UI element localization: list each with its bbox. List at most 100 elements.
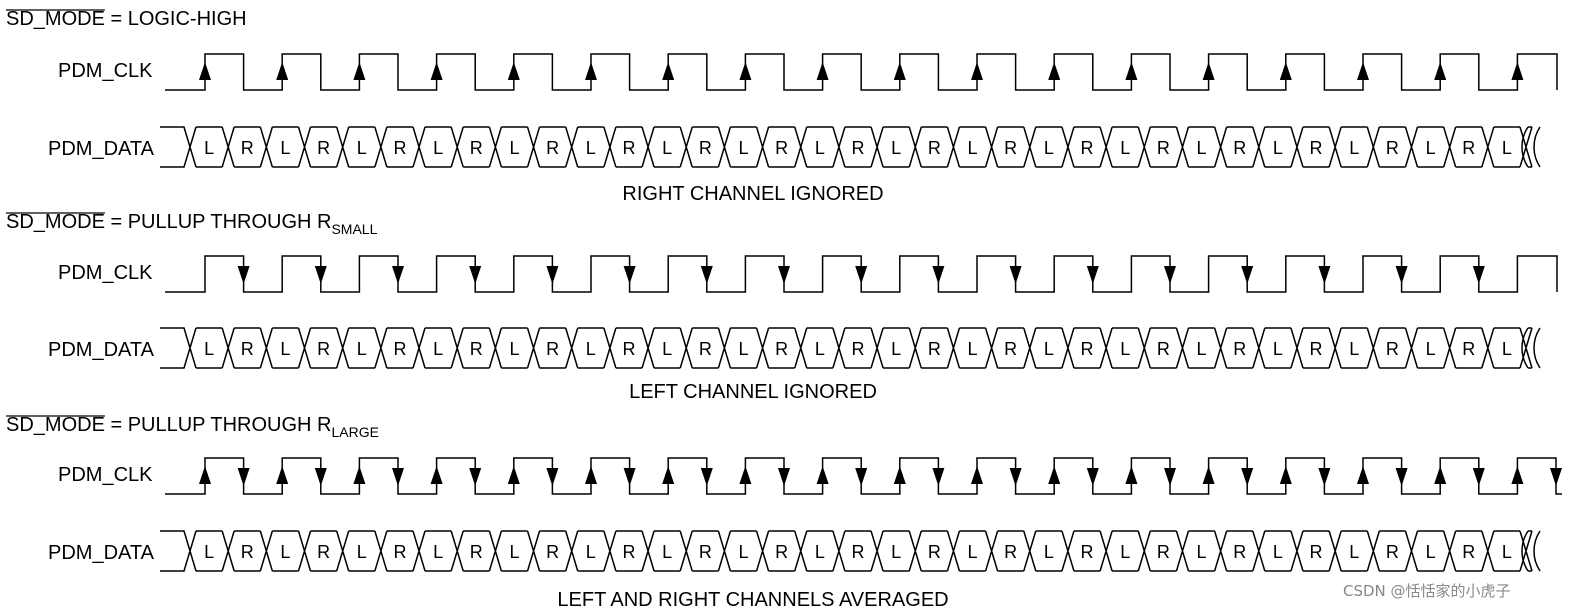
data-cell-label: L (662, 138, 672, 158)
data-cell-label: R (1004, 542, 1017, 562)
falling-edge-arrow-icon (1241, 266, 1254, 284)
bus-transitions (160, 530, 1533, 572)
falling-edge-arrow-icon (469, 468, 482, 486)
falling-edge-arrow-icon (623, 468, 636, 486)
falling-edge-arrow-icon (1241, 468, 1254, 486)
data-cell-label: R (852, 339, 865, 359)
data-cell-label: R (317, 138, 330, 158)
rising-edge-arrow-icon (1202, 62, 1215, 80)
data-cell-label: R (393, 542, 406, 562)
falling-edge-arrow-icon (1472, 468, 1485, 486)
rising-edge-arrow-icon (662, 466, 675, 484)
data-cell-label: L (509, 339, 519, 359)
data-cell-label: L (357, 339, 367, 359)
rising-edge-arrow-icon (353, 466, 366, 484)
data-cell-label: L (1120, 542, 1130, 562)
data-cell-label: R (622, 542, 635, 562)
data-cell-label: R (1081, 542, 1094, 562)
data-cell-label: R (1081, 138, 1094, 158)
falling-edge-arrow-icon (700, 468, 713, 486)
rising-edge-arrow-icon (1511, 466, 1524, 484)
falling-edge-arrow-icon (1550, 468, 1562, 486)
data-cell-label: L (968, 542, 978, 562)
rising-edge-arrow-icon (1357, 62, 1369, 80)
data-cell-label: R (775, 339, 788, 359)
data-cell-label: L (1502, 542, 1512, 562)
falling-edge-arrow-icon (392, 266, 404, 284)
data-cell-label: R (546, 138, 559, 158)
rising-edge-arrow-icon (1357, 466, 1369, 484)
data-cell-label: L (433, 542, 443, 562)
data-cell-label: L (738, 339, 748, 359)
data-cell-label: L (509, 542, 519, 562)
data-cell-label: L (433, 138, 443, 158)
section-caption: RIGHT CHANNEL IGNORED (622, 183, 883, 205)
falling-edge-arrow-icon (623, 266, 636, 284)
data-cell-label: L (1349, 339, 1359, 359)
data-cell-label: L (280, 339, 290, 359)
data-cell-label: R (1386, 339, 1399, 359)
rising-edge-arrow-icon (1048, 466, 1061, 484)
rising-edge-arrow-icon (507, 62, 520, 80)
bus-transitions (160, 126, 1533, 168)
data-cell-label: R (1081, 339, 1094, 359)
data-cell-label: L (1349, 542, 1359, 562)
rising-edge-arrow-icon (276, 62, 289, 80)
rising-edge-arrow-icon (507, 466, 520, 484)
data-cell-label: R (852, 542, 865, 562)
data-cell-label: L (204, 542, 214, 562)
falling-edge-arrow-icon (1395, 266, 1408, 284)
data-cell-label: L (891, 339, 901, 359)
data-cell-label: L (1197, 138, 1207, 158)
data-cell-label: R (393, 138, 406, 158)
data-cell-label: L (968, 339, 978, 359)
data-cell-label: L (433, 339, 443, 359)
data-cell-label: R (1386, 542, 1399, 562)
pdm-clk-label: PDM_CLK (58, 60, 153, 82)
sd-mode-overbar-label: SD_MODE (6, 414, 105, 436)
pdm-clk-waveform (165, 53, 1558, 91)
data-cell-label: R (852, 138, 865, 158)
data-cell-label: L (357, 138, 367, 158)
rising-edge-arrow-icon (1434, 466, 1447, 484)
rising-edge-arrow-icon (1434, 62, 1447, 80)
falling-edge-arrow-icon (932, 468, 945, 486)
data-cell-label: R (1462, 339, 1475, 359)
break-symbol-icon (1521, 530, 1541, 572)
data-cell-label: L (1273, 138, 1283, 158)
rising-edge-arrow-icon (199, 62, 211, 80)
rising-edge-arrow-icon (1202, 466, 1215, 484)
data-cell-label: R (393, 339, 406, 359)
rising-edge-arrow-icon (1048, 62, 1061, 80)
watermark: CSDN @恬恬家的小虎子 (1343, 582, 1511, 600)
data-cell-label: L (1120, 138, 1130, 158)
data-cell-label: R (1310, 138, 1323, 158)
pdm-clk-label: PDM_CLK (58, 464, 153, 486)
sd-mode-overbar-label: SD_MODE (6, 211, 105, 233)
rising-edge-arrow-icon (353, 62, 366, 80)
bus-rails (196, 530, 1532, 572)
data-cell-label: L (662, 339, 672, 359)
rising-edge-arrow-icon (739, 62, 752, 80)
data-cell-label: R (241, 542, 254, 562)
data-cell-label: R (1157, 339, 1170, 359)
data-cell-label: L (1044, 542, 1054, 562)
data-cell-label: R (1310, 542, 1323, 562)
pdm-clk-waveform (165, 457, 1562, 495)
data-cell-label: R (1386, 138, 1399, 158)
rising-edge-arrow-icon (585, 62, 597, 80)
data-cell-label: L (738, 138, 748, 158)
clock-line (165, 255, 1558, 293)
data-cell-label: L (891, 542, 901, 562)
bus-rails (196, 126, 1532, 168)
data-cell-label: R (1157, 138, 1170, 158)
data-cell-label: L (280, 542, 290, 562)
clock-line (165, 457, 1562, 495)
rising-edge-arrow-icon (1279, 62, 1292, 80)
data-cell-label: R (1233, 138, 1246, 158)
falling-edge-arrow-icon (855, 468, 868, 486)
data-cell-label: R (1310, 339, 1323, 359)
